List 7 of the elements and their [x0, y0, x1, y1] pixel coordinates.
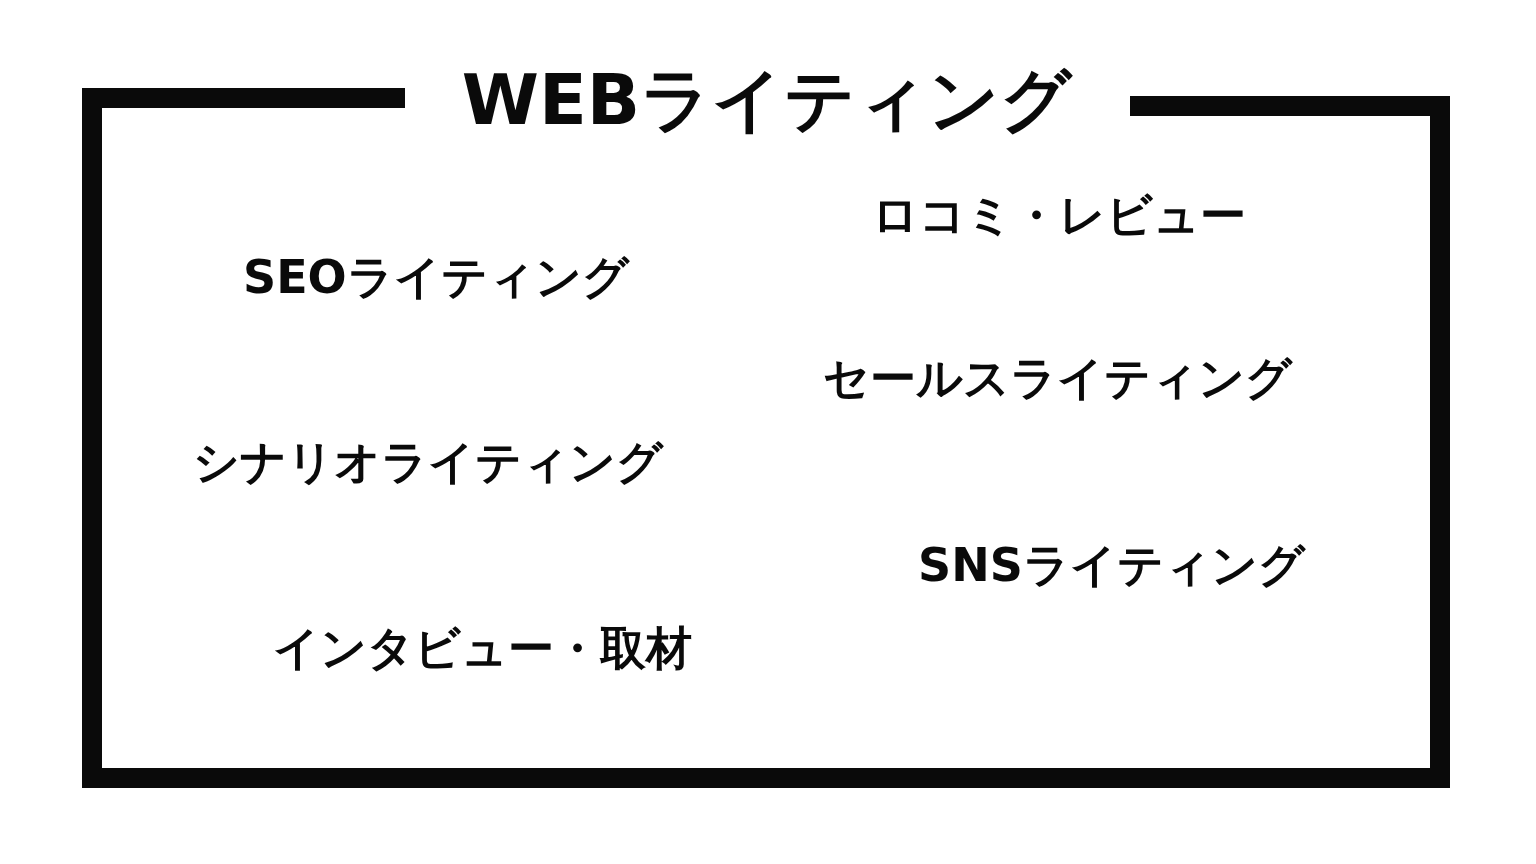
topic-label: SNSライティング [918, 538, 1305, 592]
topic-label: インタビュー・取材 [273, 621, 692, 675]
topic-label: SEOライティング [243, 250, 629, 304]
topic-label: セールスライティング [823, 351, 1292, 405]
topic-label: シナリオライティング [193, 435, 663, 489]
topic-label: ロコミ・レビュー [872, 188, 1246, 242]
frame-title: WEBライティング [461, 61, 1073, 139]
